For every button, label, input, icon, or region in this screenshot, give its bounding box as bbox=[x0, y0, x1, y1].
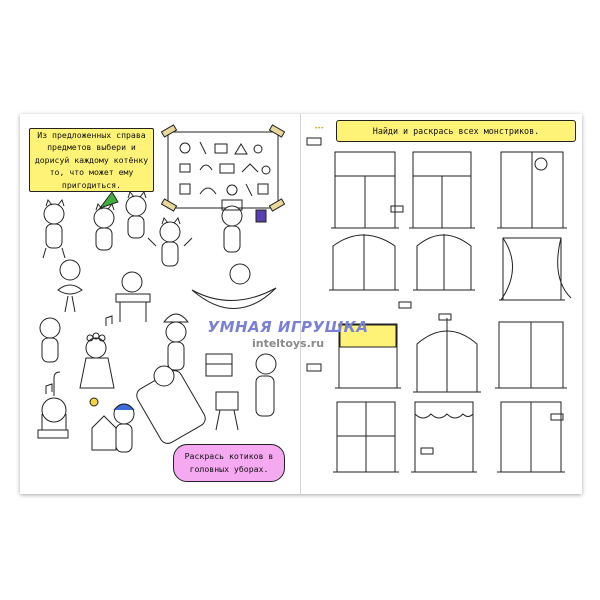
cat-6-ballet bbox=[57, 259, 83, 313]
window-r2c2 bbox=[413, 234, 475, 291]
bottom-caption-box: Раскрась котиков в головных уборах. bbox=[173, 444, 285, 482]
left-instruction-box: Из предложенных справа предметов выбери … bbox=[29, 128, 154, 192]
boat bbox=[191, 263, 277, 309]
window-r1c3 bbox=[497, 151, 567, 229]
cat-13-upside bbox=[37, 371, 69, 439]
cat-14 bbox=[113, 403, 135, 453]
cat-10-flowers bbox=[79, 332, 115, 389]
cat-11-sleeping bbox=[136, 365, 206, 444]
cat-1 bbox=[42, 198, 66, 259]
cat-8 bbox=[39, 317, 61, 363]
window-r4c1 bbox=[333, 401, 399, 473]
window-r1c2 bbox=[409, 151, 475, 229]
windows-illustration bbox=[306, 137, 572, 473]
cat-9-chef bbox=[162, 313, 190, 371]
cat-2 bbox=[93, 191, 119, 251]
cat-5-magician bbox=[221, 199, 267, 253]
left-page: Из предложенных справа предметов выбери … bbox=[20, 114, 300, 494]
cat-7-desk bbox=[115, 271, 151, 322]
right-page: ▸▸▸ Найди и раскрась всех монстриков. bbox=[301, 114, 582, 494]
window-r4c3 bbox=[497, 401, 565, 473]
page-fold bbox=[300, 114, 301, 494]
window-r3c3 bbox=[495, 321, 567, 389]
cat-3 bbox=[125, 190, 147, 239]
easel bbox=[215, 391, 239, 431]
window-r2c3 bbox=[499, 237, 572, 301]
cats-illustration bbox=[37, 124, 286, 453]
right-instruction-text: Найди и раскрась всех монстриков. bbox=[372, 126, 540, 136]
window-r2c1 bbox=[329, 234, 399, 291]
bird bbox=[89, 397, 99, 407]
book-spread: Из предложенных справа предметов выбери … bbox=[20, 114, 582, 494]
window-r3c2 bbox=[413, 318, 481, 393]
left-instruction-text: Из предложенных справа предметов выбери … bbox=[34, 129, 149, 190]
corner-mark: ▸▸▸ bbox=[315, 125, 325, 131]
bottom-caption-text: Раскрась котиков в головных уборах. bbox=[184, 451, 274, 474]
cat-12 bbox=[255, 353, 277, 417]
house bbox=[91, 415, 117, 451]
window-r3c1 bbox=[335, 323, 401, 389]
cat-4 bbox=[147, 216, 193, 267]
right-instruction-box: Найди и раскрась всех монстриков. bbox=[336, 120, 576, 142]
tools-sheet bbox=[160, 124, 286, 212]
window-r1c1 bbox=[331, 151, 399, 229]
stove bbox=[205, 353, 233, 377]
window-r4c2 bbox=[411, 401, 477, 473]
